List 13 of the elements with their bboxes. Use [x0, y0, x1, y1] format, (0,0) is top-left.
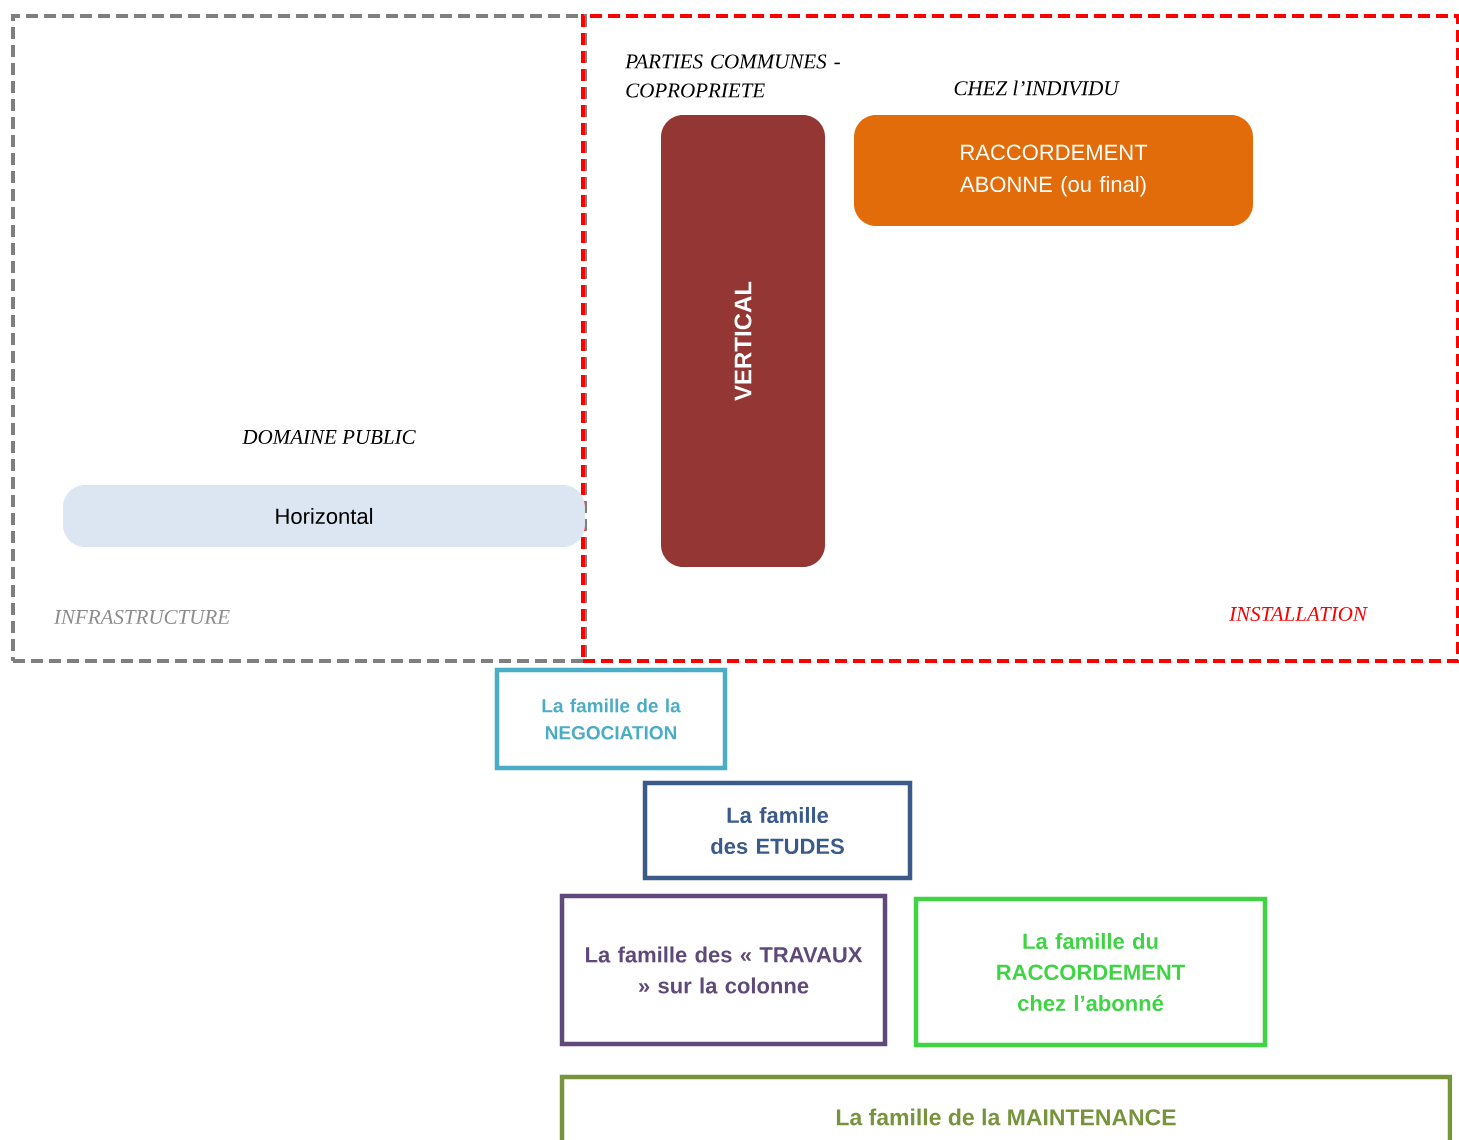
- family-box: La famille des « TRAVAUX » sur la colonne: [559, 893, 888, 1047]
- region-label: INFRASTRUCTURE: [53, 609, 230, 625]
- region-label: PARTIES COMMUNES - COPROPRIETE: [625, 54, 840, 98]
- family-box: La famille de la MAINTENANCE: [559, 1074, 1453, 1140]
- rounded-box: RACCORDEMENT ABONNE (ou final): [854, 115, 1253, 226]
- rounded-box: Horizontal: [63, 485, 585, 547]
- family-box: La famille des ETUDES: [642, 780, 913, 881]
- region-label: INSTALLATION: [1229, 606, 1368, 622]
- family-box: La famille du RACCORDEMENT chez l’abonné: [913, 896, 1268, 1048]
- region-label: DOMAINE PUBLIC: [242, 429, 416, 445]
- family-box: La famille de la NEGOCIATION: [494, 667, 728, 771]
- rounded-box: VERTICAL: [661, 115, 825, 567]
- region-label: CHEZ l’INDIVIDU: [954, 80, 1120, 96]
